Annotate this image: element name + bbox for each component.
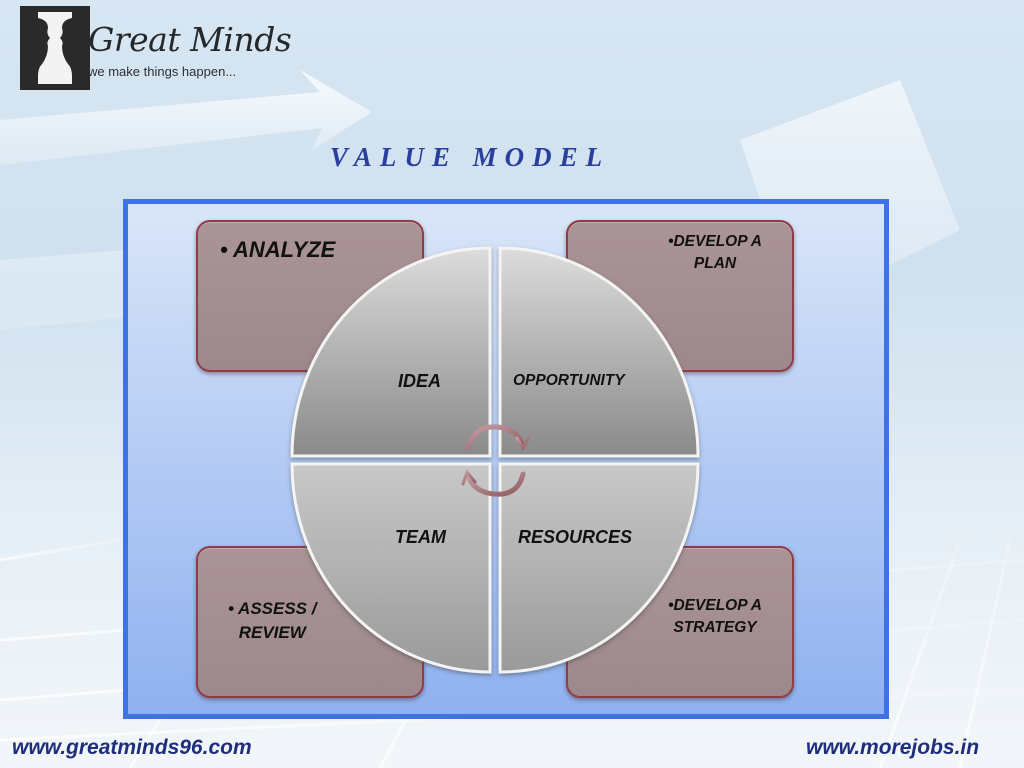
corner-text-assess-line2: REVIEW bbox=[238, 623, 306, 642]
quadrant-opportunity bbox=[498, 246, 700, 458]
quadrant-team bbox=[290, 462, 492, 674]
corner-text-develop-plan-line1: •DEVELOP A bbox=[668, 233, 762, 250]
footer-link-morejobs[interactable]: www.morejobs.in bbox=[806, 736, 980, 759]
quadrant-label-idea: IDEA bbox=[398, 371, 442, 391]
arrow-upper bbox=[0, 70, 372, 165]
corner-text-develop-strategy-line1: •DEVELOP A bbox=[668, 597, 762, 614]
corner-text-develop-plan-line2: PLAN bbox=[693, 255, 737, 272]
logo-tagline: we make things happen... bbox=[88, 64, 237, 79]
corner-text-analyze: • ANALYZE bbox=[220, 237, 336, 262]
footer-link-greatminds[interactable]: www.greatminds96.com bbox=[12, 736, 252, 759]
cycle-arrows-icon bbox=[461, 424, 531, 497]
quadrant-resources bbox=[498, 462, 700, 674]
quadrant-idea bbox=[290, 246, 492, 458]
quadrant-label-opportunity: OPPORTUNITY bbox=[513, 372, 625, 389]
slide-title: VALUE MODEL bbox=[329, 142, 611, 172]
corner-text-develop-plan: •DEVELOP A PLAN bbox=[640, 231, 790, 275]
faces-vase-logo-icon bbox=[20, 6, 90, 90]
company-logo: Great Minds we make things happen... bbox=[18, 6, 292, 90]
corner-text-assess-line1: • ASSESS / bbox=[228, 599, 317, 618]
corner-text-assess-review: • ASSESS / REVIEW bbox=[228, 597, 316, 645]
corner-text-develop-strategy-line2: STRATEGY bbox=[673, 619, 757, 636]
corner-text-develop-strategy: •DEVELOP A STRATEGY bbox=[640, 595, 790, 639]
quadrant-label-resources: RESOURCES bbox=[518, 527, 633, 547]
logo-title: Great Minds bbox=[88, 20, 292, 59]
quadrant-label-team: TEAM bbox=[395, 527, 446, 547]
